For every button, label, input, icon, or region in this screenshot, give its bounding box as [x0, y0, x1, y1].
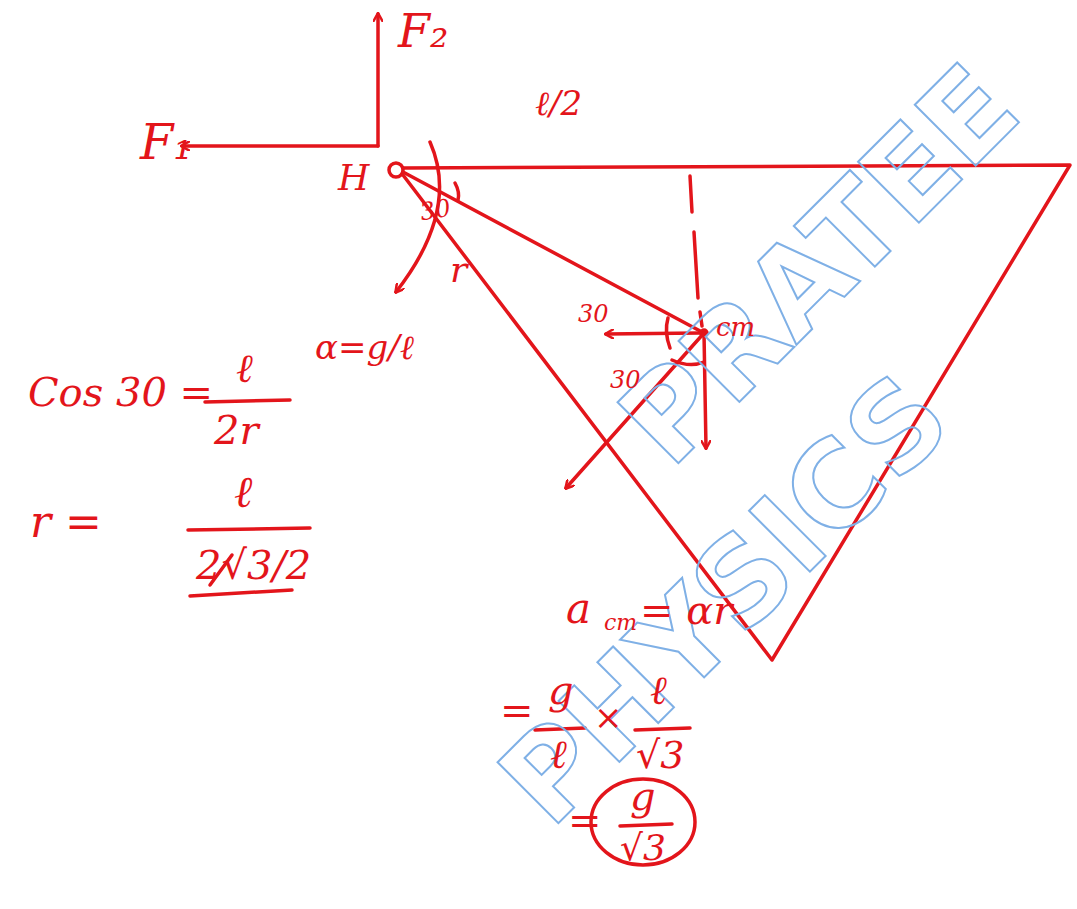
handwritten-label: r =	[30, 500, 102, 544]
handwritten-label: cm	[604, 612, 637, 634]
handwritten-label: H	[338, 160, 369, 196]
handwritten-label: g	[630, 776, 656, 816]
angle-arc	[455, 183, 459, 200]
fraction-bar	[205, 400, 290, 402]
handwritten-label: 30	[578, 302, 609, 326]
handwritten-label: 30	[418, 196, 452, 225]
force-arrow	[376, 14, 380, 146]
handwritten-label: Cos 30 =	[28, 372, 213, 412]
handwritten-label: √3	[620, 830, 666, 866]
force-arrow	[182, 144, 378, 148]
watermark: PRATEE	[600, 46, 1038, 484]
radius-line	[403, 172, 702, 332]
handwritten-label: =	[568, 800, 602, 840]
handwritten-label: √3	[636, 736, 684, 774]
hinge	[389, 163, 403, 177]
fraction-bar	[188, 528, 310, 530]
handwritten-label: =	[500, 690, 534, 730]
handwritten-label: F₁	[140, 118, 193, 166]
handwritten-label: 2r	[214, 410, 259, 450]
handwritten-label: ℓ	[236, 348, 253, 388]
handwritten-label: ℓ	[550, 734, 567, 774]
handwritten-label: ℓ	[650, 670, 667, 710]
handwritten-label: ℓ/2	[535, 86, 582, 120]
handwritten-label: F₂	[398, 8, 448, 54]
fraction-bar	[620, 824, 672, 826]
handwritten-label: 2√3/2	[196, 545, 311, 585]
handwritten-label: a	[566, 588, 591, 630]
handwritten-label: g	[548, 670, 574, 710]
handwritten-label: cm	[716, 314, 755, 340]
handwritten-label: = αr	[640, 590, 732, 630]
handwritten-label: ×	[594, 700, 623, 734]
handwritten-label: r	[450, 252, 467, 288]
handwritten-label: 30	[610, 368, 641, 392]
strike-line	[190, 590, 292, 596]
handwritten-label: α=g/ℓ	[315, 330, 414, 364]
handwritten-label: ℓ	[234, 470, 252, 514]
